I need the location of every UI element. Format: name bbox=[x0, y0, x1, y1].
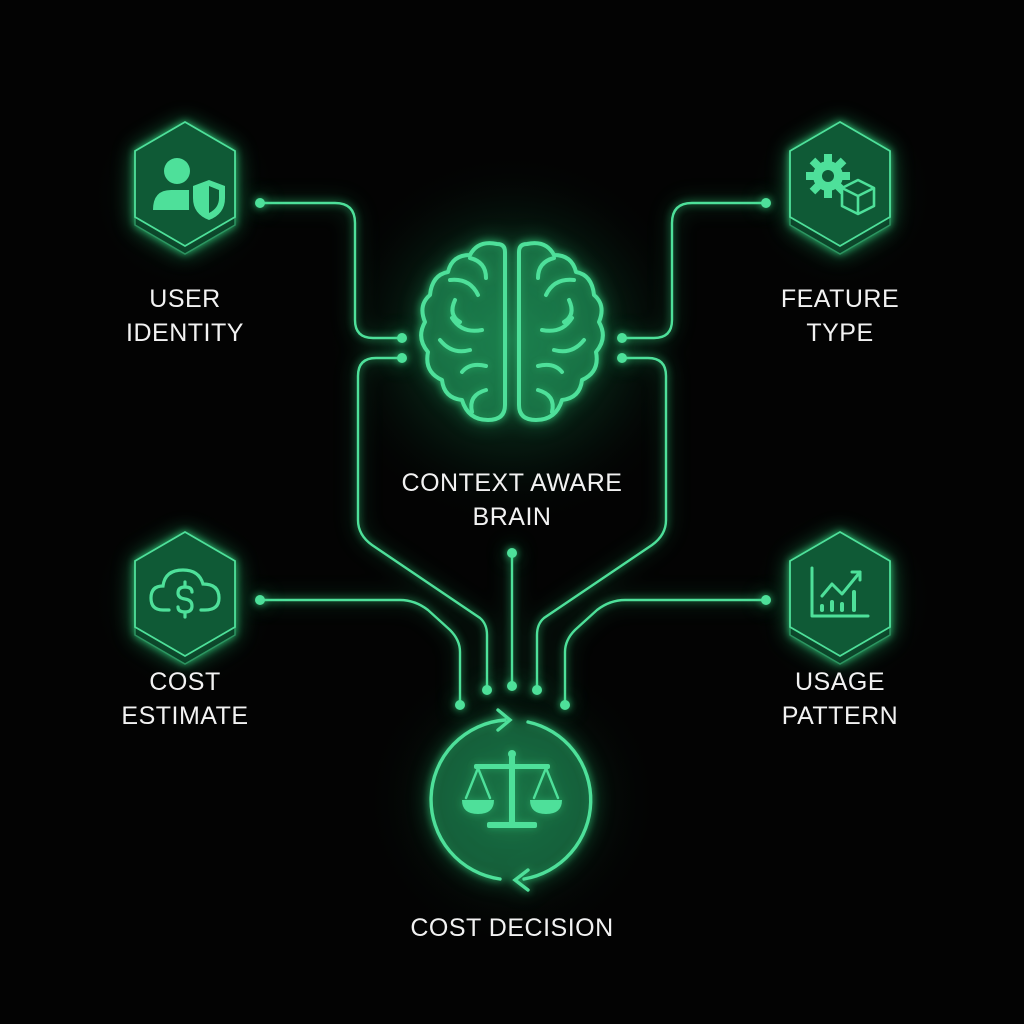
connector-usage-pattern bbox=[563, 598, 767, 706]
connector-user-identity bbox=[260, 201, 404, 340]
connector-feature-type bbox=[620, 201, 767, 340]
cloud-dollar-icon bbox=[149, 568, 221, 619]
connector-cost-estimate bbox=[260, 598, 462, 706]
label-cost-estimate: COST ESTIMATE bbox=[121, 668, 249, 730]
node-feature-type[interactable] bbox=[789, 121, 891, 255]
chart-trend-up-icon bbox=[810, 566, 870, 618]
label-cost-decision: COST DECISION bbox=[410, 914, 614, 942]
label-feature-type: FEATURE TYPE bbox=[780, 285, 900, 347]
label-usage-pattern: USAGE PATTERN bbox=[781, 668, 899, 730]
node-cost-estimate[interactable] bbox=[134, 531, 236, 665]
balance-scale-icon bbox=[462, 750, 562, 828]
label-user-identity: USER IDENTITY bbox=[126, 285, 244, 347]
node-usage-pattern[interactable] bbox=[789, 531, 891, 665]
user-shield-icon bbox=[153, 158, 225, 220]
node-user-identity[interactable] bbox=[134, 121, 236, 255]
label-context-aware-brain: CONTEXT AWARE BRAIN bbox=[401, 469, 623, 531]
